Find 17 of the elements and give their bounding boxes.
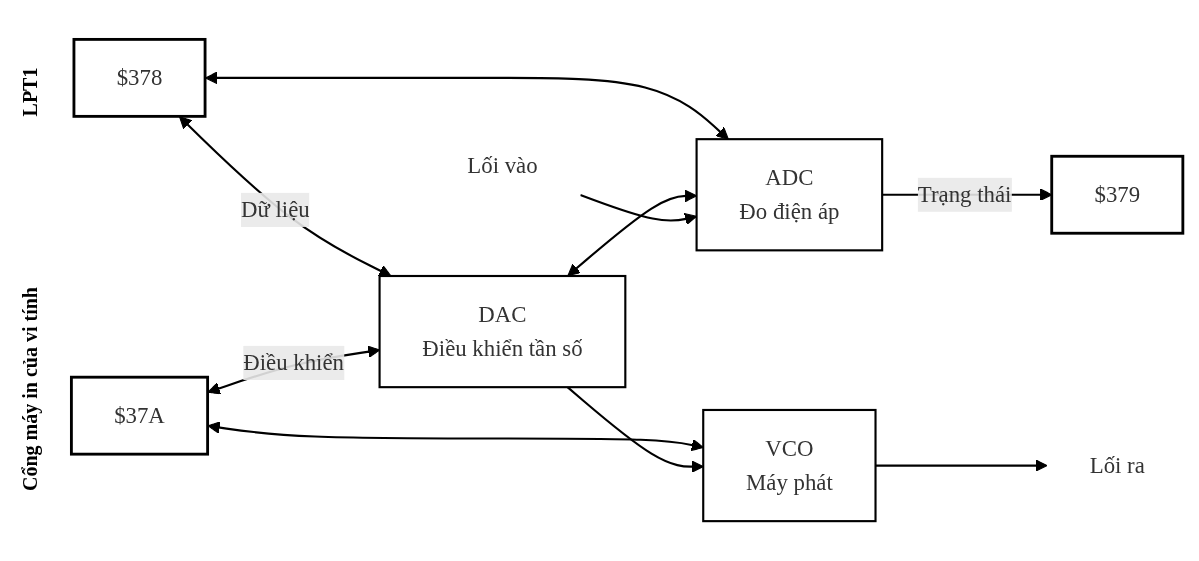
node-box: DAC Điều khiển tần số [378, 275, 627, 389]
arrow [205, 71, 729, 140]
node-box: $378 [72, 38, 207, 118]
rotated-label: LPT1 [18, 67, 42, 116]
edge-label: Dữ liệu [240, 197, 310, 222]
rotated-label: Cổng máy in của vi tính [18, 286, 42, 491]
node-box: $379 [1050, 155, 1185, 235]
arrow [178, 116, 392, 277]
edge-label: Trạng thái [917, 182, 1012, 207]
edge-label: Điều khiển [243, 350, 344, 375]
node-box: ADC Đo điện áp [695, 138, 884, 252]
node-text: Lối vào [467, 153, 538, 178]
node-box: VCO Máy phát [702, 409, 877, 523]
arrow [875, 459, 1048, 473]
node-text: Lối ra [1089, 452, 1145, 478]
arrow [207, 421, 704, 452]
node-box: $37A [70, 376, 210, 456]
